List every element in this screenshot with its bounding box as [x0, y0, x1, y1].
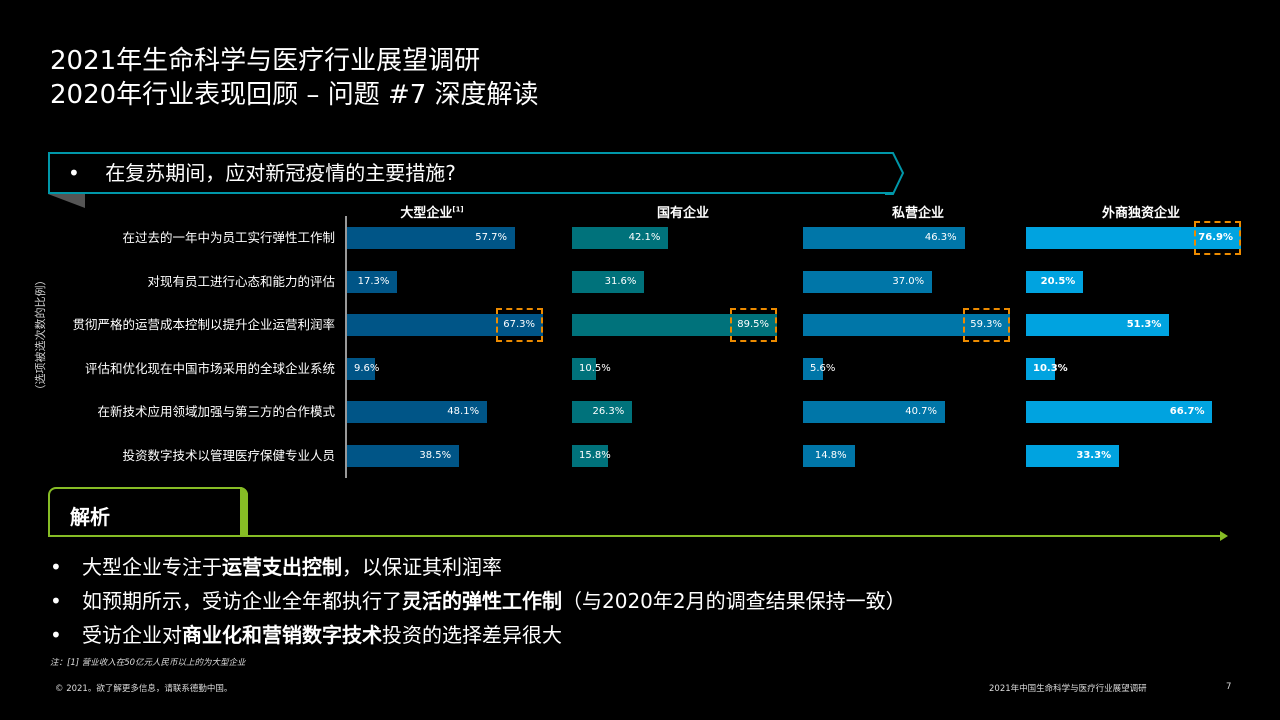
- data-label: 40.7%: [905, 406, 938, 417]
- series-name: 国有企业: [656, 206, 710, 221]
- data-label: 59.3%: [970, 319, 1002, 330]
- data-label: 48.1%: [447, 406, 480, 417]
- data-label: 15.8%: [579, 450, 611, 461]
- category-label: 在过去的一年中为员工实行弹性工作制: [122, 230, 335, 245]
- data-label: 46.3%: [924, 232, 957, 243]
- highlight-box: [963, 308, 1010, 342]
- text: 受访企业对: [82, 623, 182, 647]
- data-label: 37.0%: [892, 276, 925, 287]
- bar: 9.6%: [347, 358, 379, 380]
- slide-title: 2021年生命科学与医疗行业展望调研 2020年行业表现回顾 – 问题 #7 深…: [50, 44, 539, 112]
- data-label: 89.5%: [737, 319, 769, 330]
- data-label: 14.8%: [814, 450, 847, 461]
- category-label: 评估和优化现在中国市场采用的全球企业系统: [84, 361, 335, 376]
- data-label: 66.7%: [1169, 406, 1205, 417]
- data-label: 38.5%: [419, 450, 452, 461]
- data-label: 17.3%: [357, 276, 390, 287]
- bar: 76.9%: [1026, 227, 1241, 249]
- text: 大型企业专注于: [82, 555, 222, 579]
- highlight-box: [1194, 221, 1241, 255]
- bar: 15.8%: [572, 445, 611, 467]
- highlight-box: [730, 308, 777, 342]
- data-label: 20.5%: [1040, 276, 1076, 287]
- data-label: 10.3%: [1033, 363, 1068, 374]
- report-name: 2021年中国生命科学与医疗行业展望调研: [989, 684, 1147, 694]
- bar: 42.1%: [572, 227, 669, 249]
- bar: 37.0%: [803, 271, 933, 293]
- data-label: 42.1%: [628, 232, 661, 243]
- bar: 10.3%: [1026, 358, 1068, 380]
- analysis-bullet: 大型企业专注于运营支出控制，以保证其利润率: [50, 550, 906, 584]
- title-line-2: 2020年行业表现回顾 – 问题 #7 深度解读: [50, 80, 539, 110]
- bold-text: 运营支出控制: [222, 555, 342, 579]
- bar: 66.7%: [1026, 401, 1213, 423]
- text: （与2020年2月的调查结果保持一致）: [562, 589, 906, 613]
- bar: 67.3%: [347, 314, 543, 336]
- bold-text: 商业化和营销数字技术: [182, 623, 382, 647]
- divider-arrow-line: [48, 535, 1224, 537]
- question-text: 在复苏期间，应对新冠疫情的主要措施?: [105, 161, 456, 185]
- bar: 14.8%: [803, 445, 855, 467]
- text: ，以保证其利润率: [342, 555, 502, 579]
- arrow-head-icon: [1220, 531, 1228, 541]
- analysis-tab-accent: [240, 487, 248, 537]
- banner-arrow-icon: [885, 152, 905, 195]
- series-header: 大型企业[1]: [400, 202, 463, 221]
- data-label: 10.5%: [579, 363, 611, 374]
- bar: 10.5%: [572, 358, 611, 380]
- highlight-box: [496, 308, 543, 342]
- bar: 38.5%: [347, 445, 460, 467]
- bar: 17.3%: [347, 271, 398, 293]
- category-label: 投资数字技术以管理医疗保健专业人员: [122, 448, 335, 463]
- series-header: 私营企业: [892, 202, 944, 221]
- question-banner: • 在复苏期间，应对新冠疫情的主要措施?: [48, 152, 893, 194]
- series-name: 外商独资企业: [1101, 206, 1181, 221]
- data-label: 51.3%: [1126, 319, 1162, 330]
- footnote-marker: [1]: [452, 205, 464, 214]
- bar: 46.3%: [803, 227, 965, 249]
- analysis-bullet: 如预期所示，受访企业全年都执行了灵活的弹性工作制（与2020年2月的调查结果保持…: [50, 584, 906, 618]
- bar: 51.3%: [1026, 314, 1170, 336]
- data-label: 33.3%: [1076, 450, 1112, 461]
- series-header: 国有企业: [657, 202, 709, 221]
- title-line-1: 2021年生命科学与医疗行业展望调研: [50, 46, 481, 76]
- data-label: 5.6%: [810, 363, 836, 374]
- bar: 59.3%: [803, 314, 1010, 336]
- analysis-bullet: 受访企业对商业化和营销数字技术投资的选择差异很大: [50, 618, 906, 652]
- data-label: 67.3%: [503, 319, 535, 330]
- category-label: 对现有员工进行心态和能力的评估: [147, 274, 335, 289]
- bar: 48.1%: [347, 401, 488, 423]
- bar: 5.6%: [803, 358, 835, 380]
- bar: 57.7%: [347, 227, 516, 249]
- bold-text: 灵活的弹性工作制: [402, 589, 562, 613]
- series-name: 大型企业: [400, 206, 453, 221]
- bar: 89.5%: [572, 314, 777, 336]
- copyright: © 2021。欲了解更多信息，请联系德勤中国。: [55, 684, 233, 694]
- data-label: 76.9%: [1198, 232, 1233, 243]
- analysis-bullets: 大型企业专注于运营支出控制，以保证其利润率 如预期所示，受访企业全年都执行了灵活…: [50, 550, 906, 652]
- bullet: •: [68, 161, 80, 185]
- analysis-heading: 解析: [70, 505, 110, 529]
- series-name: 私营企业: [891, 206, 945, 221]
- bar: 33.3%: [1026, 445, 1120, 467]
- analysis-tab: 解析: [48, 487, 248, 537]
- data-label: 31.6%: [604, 276, 637, 287]
- bar: 40.7%: [803, 401, 946, 423]
- category-label: 贯彻严格的运营成本控制以提升企业运营利润率: [72, 317, 335, 332]
- data-label: 9.6%: [354, 363, 380, 374]
- page-number: 7: [1226, 682, 1232, 692]
- series-header: 外商独资企业: [1102, 202, 1180, 221]
- category-label: 在新技术应用领域加强与第三方的合作模式: [97, 404, 335, 419]
- banner-fold: [48, 194, 85, 208]
- bar: 20.5%: [1026, 271, 1084, 293]
- text: 如预期所示，受访企业全年都执行了: [82, 589, 402, 613]
- bar: 31.6%: [572, 271, 645, 293]
- data-label: 26.3%: [592, 406, 625, 417]
- data-label: 57.7%: [475, 232, 508, 243]
- text: 投资的选择差异很大: [382, 623, 562, 647]
- y-axis-line: [345, 216, 347, 478]
- footnote: 注：[1] 营业收入在50亿元人民币以上的为大型企业: [50, 658, 246, 668]
- bar: 26.3%: [572, 401, 633, 423]
